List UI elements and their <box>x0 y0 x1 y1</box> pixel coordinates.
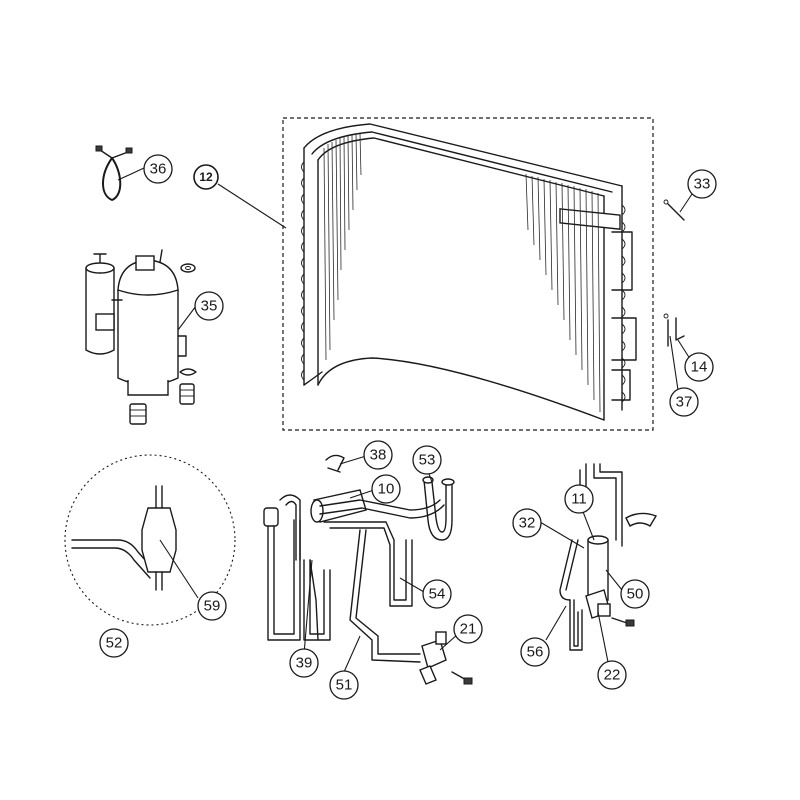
callout-21: 21 <box>453 614 483 644</box>
pipe-assembly-valve <box>559 463 658 651</box>
callout-53: 53 <box>412 445 442 475</box>
callout-label-52: 52 <box>106 635 123 652</box>
callout-label-37: 37 <box>676 394 693 411</box>
callout-label-32: 32 <box>519 515 536 532</box>
callout-11: 11 <box>564 484 594 514</box>
callout-10: 10 <box>371 474 401 504</box>
callout-label-33: 33 <box>694 176 711 193</box>
callout-label-12: 12 <box>199 170 213 184</box>
bracket-part <box>663 313 685 347</box>
callout-59: 59 <box>197 591 227 621</box>
callout-36: 36 <box>143 154 173 184</box>
callout-37: 37 <box>669 387 699 417</box>
callout-54: 54 <box>422 579 452 609</box>
callout-label-50: 50 <box>627 586 644 603</box>
callout-label-53: 53 <box>419 452 436 469</box>
condenser-group-frame <box>282 117 654 431</box>
callout-38: 38 <box>363 440 393 470</box>
callout-39: 39 <box>289 648 319 678</box>
callout-label-35: 35 <box>201 298 218 315</box>
callout-label-38: 38 <box>370 447 387 464</box>
wire-harness <box>95 145 133 201</box>
callout-51: 51 <box>329 670 359 700</box>
callout-label-59: 59 <box>204 598 221 615</box>
callout-32: 32 <box>512 508 542 538</box>
coil-label-plate <box>559 208 621 230</box>
callout-label-14: 14 <box>691 359 708 376</box>
condenser-coil <box>282 117 654 431</box>
pipe-assembly-main <box>263 454 473 685</box>
callout-label-39: 39 <box>296 655 313 672</box>
detail-view-strainer <box>64 454 236 626</box>
callout-56: 56 <box>520 637 550 667</box>
callout-label-21: 21 <box>460 621 477 638</box>
callout-label-22: 22 <box>604 667 621 684</box>
callout-50: 50 <box>620 579 650 609</box>
callout-12: 12 <box>193 164 219 190</box>
callout-52: 52 <box>99 628 129 658</box>
callout-14: 14 <box>684 352 714 382</box>
leader-lines <box>117 167 697 673</box>
callout-22: 22 <box>597 660 627 690</box>
callout-label-36: 36 <box>150 161 167 178</box>
callout-label-54: 54 <box>429 586 446 603</box>
compressor <box>85 249 197 425</box>
callout-label-11: 11 <box>571 491 587 508</box>
callout-35: 35 <box>194 291 224 321</box>
callout-label-51: 51 <box>336 677 353 694</box>
callout-label-56: 56 <box>527 644 544 661</box>
callout-33: 33 <box>687 169 717 199</box>
clip-part <box>663 199 685 221</box>
callout-label-10: 10 <box>378 481 395 498</box>
